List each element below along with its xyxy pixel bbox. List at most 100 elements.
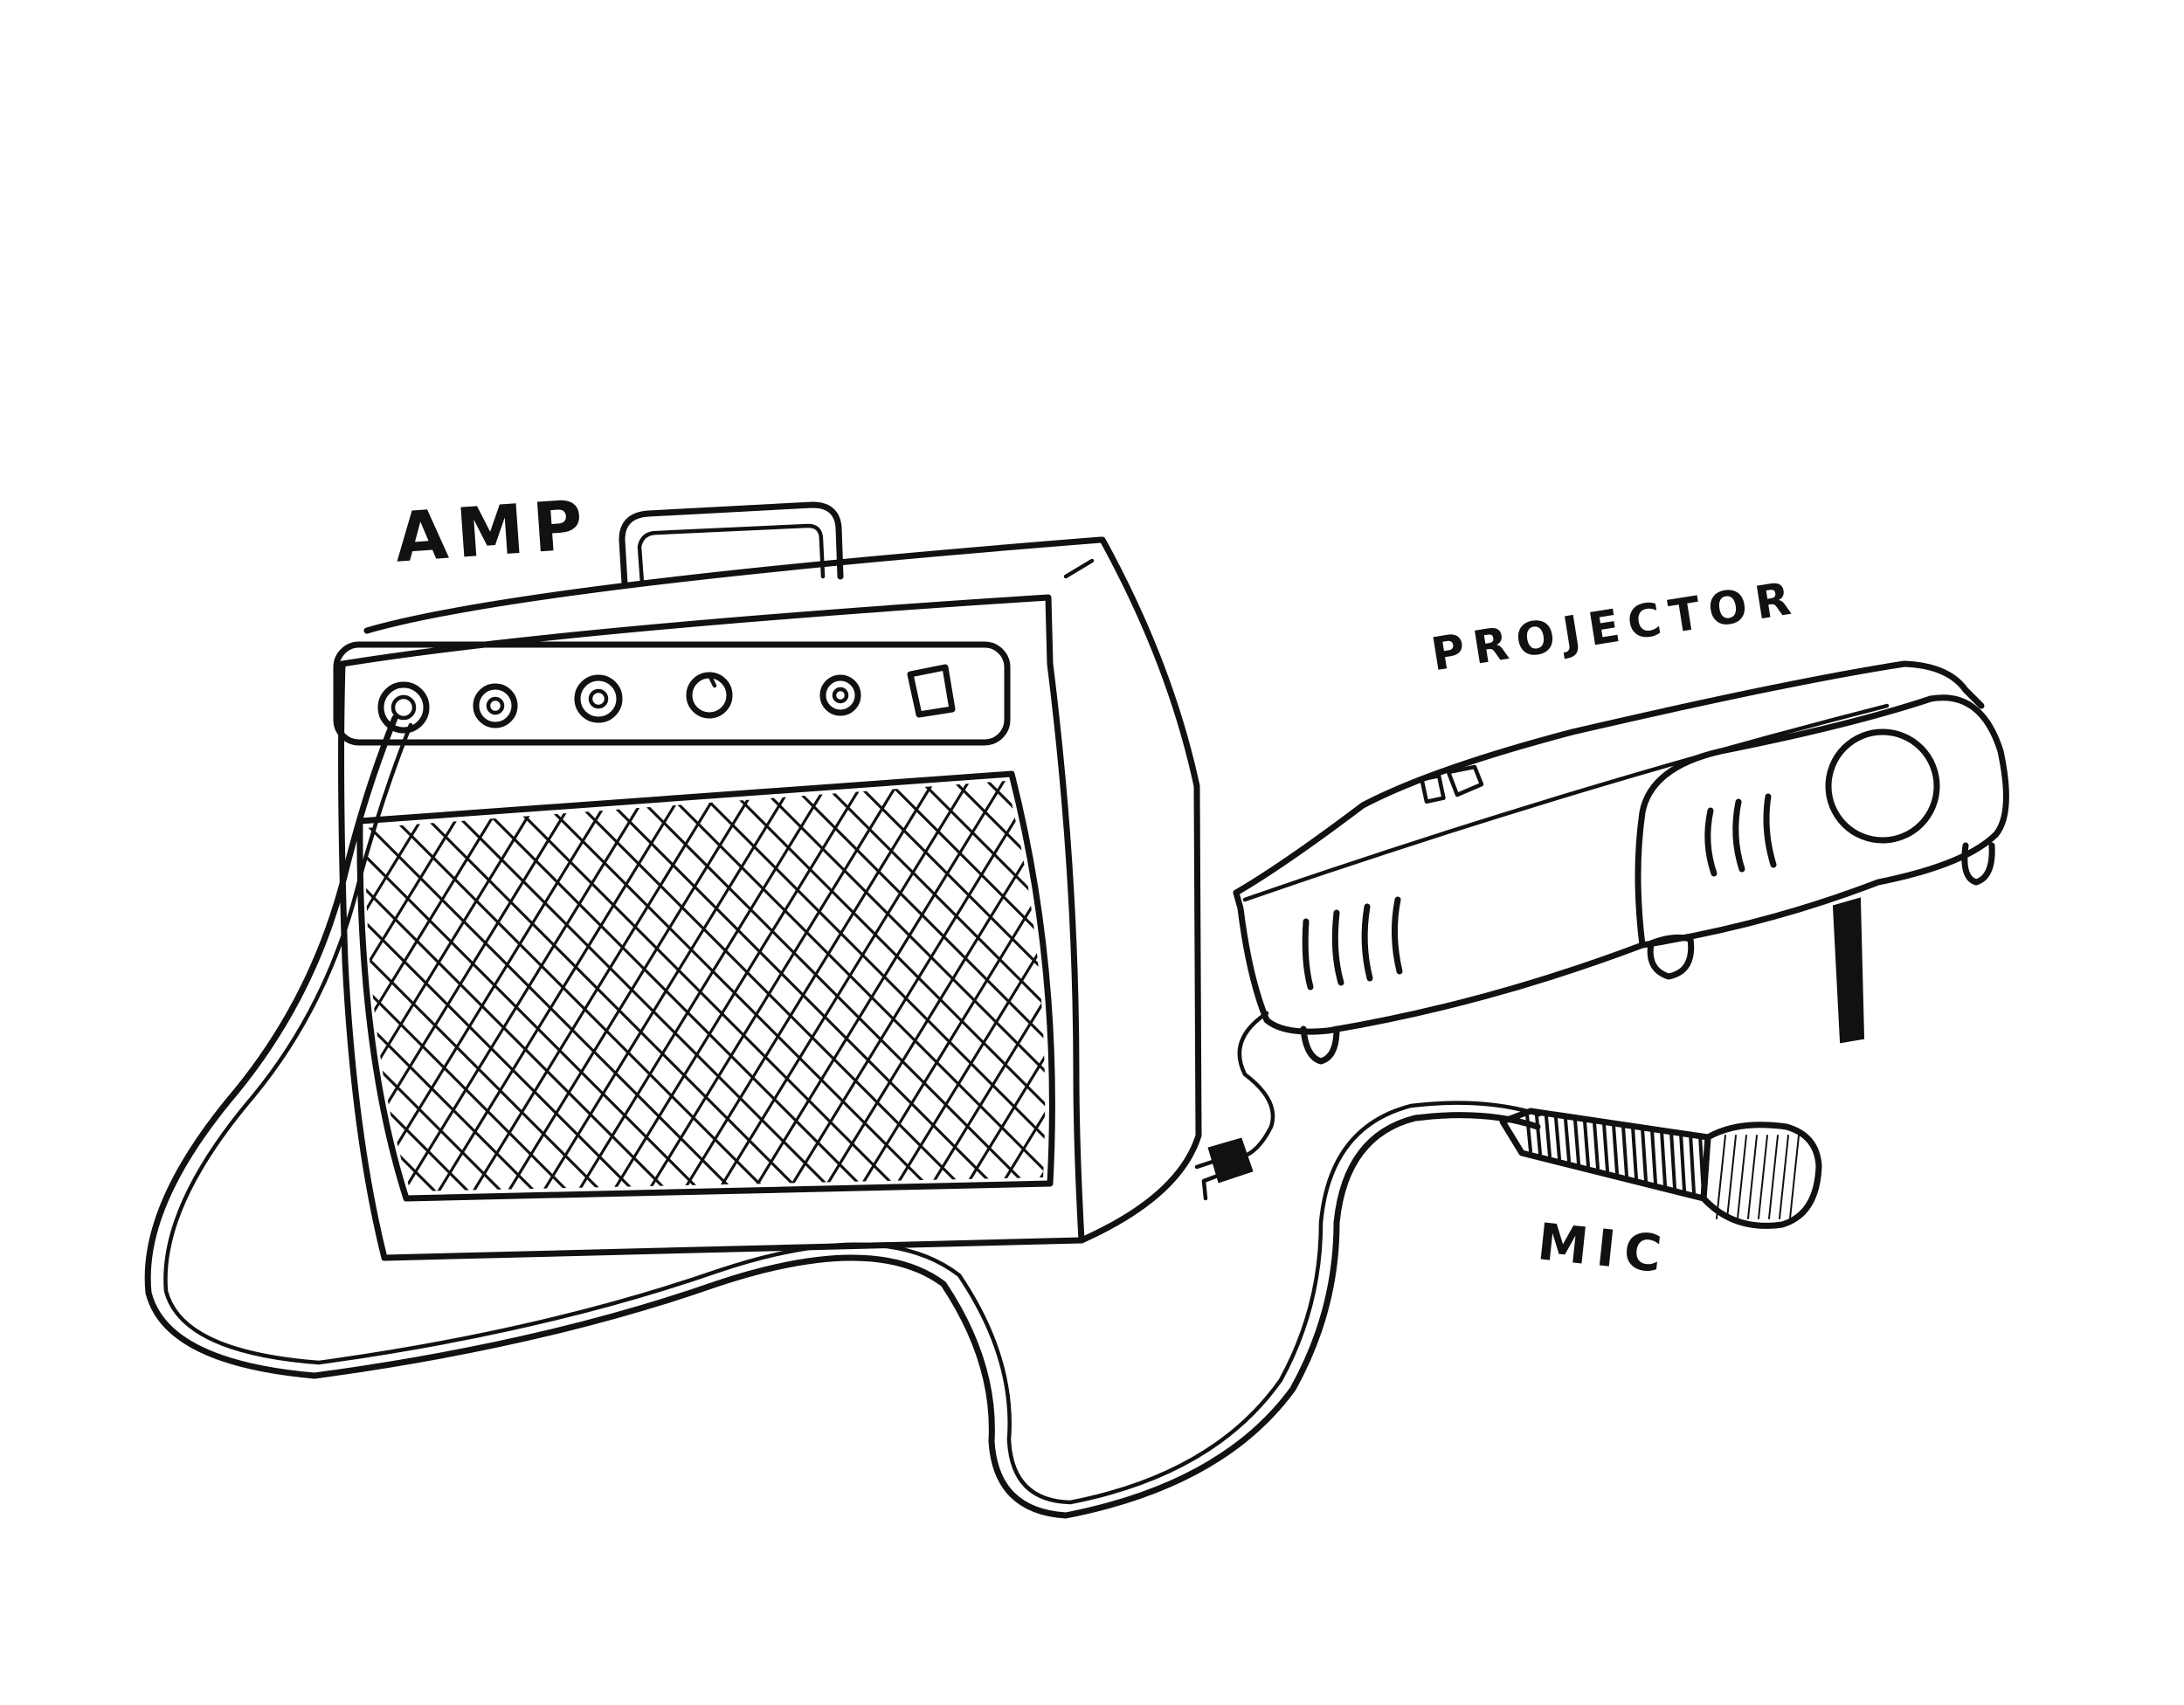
amp-knobs [377,664,956,734]
amp-cable [144,714,1542,1519]
grille-hatch-line [365,781,500,1191]
grille-hatch-line [365,781,535,1191]
grille-hatch-line [840,781,1046,1191]
projector-top-inner [1242,703,1890,902]
projector-foot-1 [1300,1025,1340,1065]
grille-hatch-line [592,781,884,1191]
projector-button-2-icon [1446,764,1484,797]
amp-handle [619,501,844,587]
knob-2-icon [574,674,623,723]
grille-hatch-line [542,781,999,1191]
mic-head-texture-line [1737,1135,1747,1219]
grille-hatch-line [942,781,1046,1191]
grille-hatch-line [837,781,1046,1191]
amp-side-panel [1078,536,1202,1244]
plug-prong-1 [1194,1159,1215,1170]
projector-button-1-icon [1420,773,1446,804]
grille-hatch-line [977,781,1046,1191]
mic-hatch-line [1689,1132,1696,1195]
knob-3-icon [686,672,733,719]
grille-hatch-line [907,781,1046,1191]
grille-hatch-line [1328,751,1616,1223]
plug-icon [1207,1137,1254,1184]
mic-hatch-line [1602,1122,1609,1173]
grille-hatch-line [522,781,814,1191]
projector-illustration [1233,660,2009,1065]
knob-1-center [486,696,505,715]
amp-control-panel [333,641,1011,746]
mic-hatch-line [1545,1115,1552,1158]
grille-hatch-line [767,781,1046,1191]
mic-hatch-line [1650,1127,1657,1185]
grille-hatch-line [365,781,568,1191]
cable-strand-1 [144,714,1541,1519]
amp-top-corner-tick [1063,558,1095,579]
grille-hatch-line [662,781,954,1191]
mic-hatch-line [1631,1125,1638,1180]
grille-hatch-line [508,781,966,1191]
projector-lens-icon [1825,728,1940,844]
grille-hatch-line [487,781,779,1191]
mic-hatch-line [1660,1129,1667,1188]
mic-head [1700,1122,1822,1229]
grille-hatch-line [365,781,535,1191]
grille-hatch-line [907,781,1046,1191]
mic-head-texture-line [1768,1135,1779,1219]
grille-hatch-line [774,781,1046,1191]
mic-hatch-line [1612,1122,1619,1176]
grille-hatch-line [365,781,468,1191]
grille-hatch-line [365,781,369,1191]
side-vent-3 [1361,903,1373,982]
amp-top-edge [363,536,1104,634]
grille-hatch-line [807,781,1046,1191]
grille-hatch-line [874,781,1046,1191]
amp-illustration [333,501,1616,1261]
grille-hatch-line [376,781,833,1191]
grille-hatch-line [383,781,674,1191]
mic-hatch-line [1525,1113,1532,1153]
amp-handle-inner [637,523,826,586]
mic-handle-hatch [1525,1113,1705,1198]
mic-hatch-line [1593,1121,1600,1170]
grille-hatch-line [365,781,667,1191]
microphone-illustration [1499,1108,1822,1229]
speaker-grille-hatch [365,751,1616,1223]
plug-prong-2 [1201,1173,1220,1201]
grille-hatch-line [697,781,989,1191]
grille-hatch-line [365,781,767,1191]
mic-hatch-line [1621,1123,1628,1178]
mic-head-hatch [1716,1135,1800,1219]
projector-front-housing [1635,694,2009,949]
grille-hatch-line [674,781,1046,1191]
mic-hatch-line [1564,1117,1571,1163]
mic-head-texture-line [1789,1135,1800,1219]
power-cord-line [1237,1011,1275,1160]
grille-hatch-line [365,781,800,1191]
mic-head-texture-line [1716,1135,1726,1219]
amp-front-face [338,594,1085,1261]
cable-strand-2 [163,722,1542,1505]
grille-hatch-line [453,781,744,1191]
grille-hatch-line [365,781,501,1191]
grille-hatch-line [365,781,639,1191]
knob-3-pointer [707,673,717,688]
projector-stand-leg [1832,897,1865,1044]
input-jack-icon [377,681,430,734]
projector-back-face [1233,889,1646,1035]
grille-hatch-line [708,781,1046,1191]
indicator-light-icon [819,674,861,716]
grille-hatch-line [365,781,734,1191]
mic-head-texture-line [1758,1135,1768,1219]
grille-hatch-line [365,781,605,1191]
projector-foot-3 [1961,842,1995,886]
grille-hatch-line [627,781,919,1191]
front-vent-1 [1704,807,1717,877]
side-vent-1 [1302,918,1314,991]
grille-hatch-line [1223,751,1511,1223]
knob-2-center [588,688,609,709]
grille-hatch-line [418,781,709,1191]
side-vent-2 [1331,909,1344,986]
grille-hatch-line [741,781,1046,1191]
